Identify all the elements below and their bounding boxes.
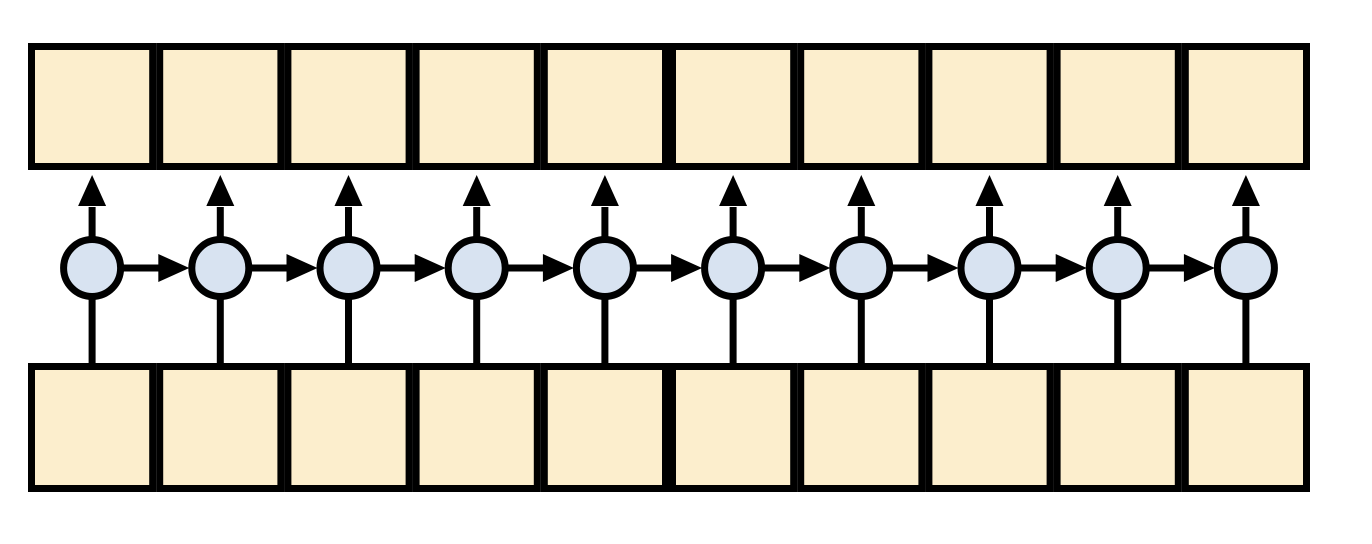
hidden-to-output-arrowhead xyxy=(975,175,1004,206)
input-cell xyxy=(540,363,669,492)
output-cell xyxy=(284,43,413,170)
output-cell xyxy=(156,43,285,170)
hidden-to-output-arrowhead xyxy=(847,175,876,206)
output-cell xyxy=(540,43,669,170)
hidden-to-output-arrowhead xyxy=(462,175,491,206)
recurrent-arrowhead xyxy=(286,254,318,282)
recurrent-arrowhead xyxy=(671,254,703,282)
hidden-to-output-arrowhead xyxy=(590,175,619,206)
output-cell xyxy=(28,43,157,170)
input-cell xyxy=(156,363,285,492)
hidden-state-node xyxy=(316,236,381,300)
recurrent-arrowhead xyxy=(1183,254,1215,282)
input-cell xyxy=(925,363,1054,492)
hidden-state-node xyxy=(829,236,894,300)
hidden-state-node xyxy=(1085,236,1150,300)
recurrent-arrowhead xyxy=(158,254,190,282)
output-cell xyxy=(1053,43,1182,170)
hidden-state-node xyxy=(188,236,253,300)
hidden-state-node xyxy=(60,236,125,300)
input-to-hidden-connectors xyxy=(88,268,1250,363)
hidden-to-output-arrowhead xyxy=(719,175,748,206)
recurrent-arrowhead xyxy=(414,254,446,282)
hidden-to-output-arrowhead xyxy=(334,175,363,206)
hidden-to-output-arrowhead xyxy=(1231,175,1260,206)
output-sequence-row xyxy=(28,43,1311,170)
input-cell xyxy=(669,363,798,492)
hidden-to-output-arrowhead xyxy=(78,175,107,206)
recurrent-arrowhead xyxy=(799,254,831,282)
hidden-to-output-arrowhead xyxy=(1103,175,1132,206)
output-cell xyxy=(669,43,798,170)
input-cell xyxy=(1181,363,1311,492)
recurrent-arrowhead xyxy=(927,254,959,282)
output-cell xyxy=(797,43,926,170)
recurrent-arrowhead xyxy=(542,254,574,282)
input-sequence-row xyxy=(28,363,1311,492)
hidden-state-nodes xyxy=(60,236,1278,300)
hidden-state-node xyxy=(444,236,509,300)
input-cell xyxy=(1053,363,1182,492)
output-cell xyxy=(412,43,541,170)
hidden-state-node xyxy=(957,236,1022,300)
hidden-state-node xyxy=(1213,236,1278,300)
recurrent-arrows xyxy=(123,254,1215,282)
output-cell xyxy=(1181,43,1311,170)
hidden-to-output-arrows xyxy=(78,175,1260,268)
hidden-state-node xyxy=(701,236,766,300)
input-cell xyxy=(284,363,413,492)
recurrent-arrowhead xyxy=(1055,254,1087,282)
output-cell xyxy=(925,43,1054,170)
input-cell xyxy=(28,363,157,492)
hidden-to-output-arrowhead xyxy=(206,175,235,206)
input-cell xyxy=(412,363,541,492)
hidden-state-node xyxy=(572,236,637,300)
input-cell xyxy=(797,363,926,492)
